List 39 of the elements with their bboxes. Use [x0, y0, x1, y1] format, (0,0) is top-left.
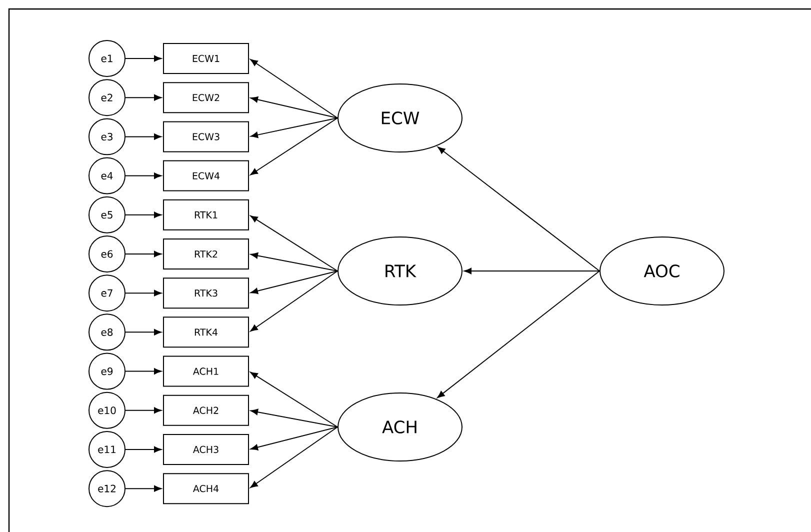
arrow [250, 118, 338, 138]
arrow [125, 212, 162, 218]
indicator-box: ECW3 [163, 121, 249, 152]
arrow [250, 215, 338, 272]
arrow [125, 290, 162, 296]
arrow [250, 270, 338, 332]
arrow [125, 368, 162, 374]
indicator-box: ACH3 [163, 434, 249, 465]
arrow [464, 268, 600, 274]
arrow [250, 426, 338, 488]
indicator-box: RTK3 [163, 278, 249, 309]
arrow [125, 407, 162, 414]
arrow [437, 270, 600, 398]
arrow [125, 250, 162, 258]
arrow [125, 485, 162, 492]
indicator-box: RTK1 [163, 199, 249, 230]
arrow [250, 408, 338, 428]
indicator-box: ECW4 [163, 160, 249, 192]
arrow [250, 59, 338, 118]
arrow [250, 96, 338, 118]
arrow [125, 94, 162, 101]
arrow [125, 172, 162, 179]
indicator-box: ACH2 [163, 394, 249, 426]
indicator-box: ACH4 [163, 473, 249, 504]
indicator-box: ECW2 [163, 82, 249, 114]
arrow [250, 118, 338, 176]
indicator-box: ECW1 [163, 43, 249, 74]
arrow [438, 146, 600, 272]
indicator-box: RTK2 [163, 238, 249, 270]
arrow [250, 426, 338, 450]
arrow [250, 270, 338, 294]
indicator-box: RTK4 [163, 316, 249, 348]
arrow [125, 55, 162, 62]
arrow [250, 372, 338, 428]
arrow [125, 134, 162, 140]
arrow [250, 252, 338, 272]
arrow [125, 329, 162, 336]
arrow [125, 446, 162, 453]
indicator-box: ACH1 [163, 356, 249, 387]
